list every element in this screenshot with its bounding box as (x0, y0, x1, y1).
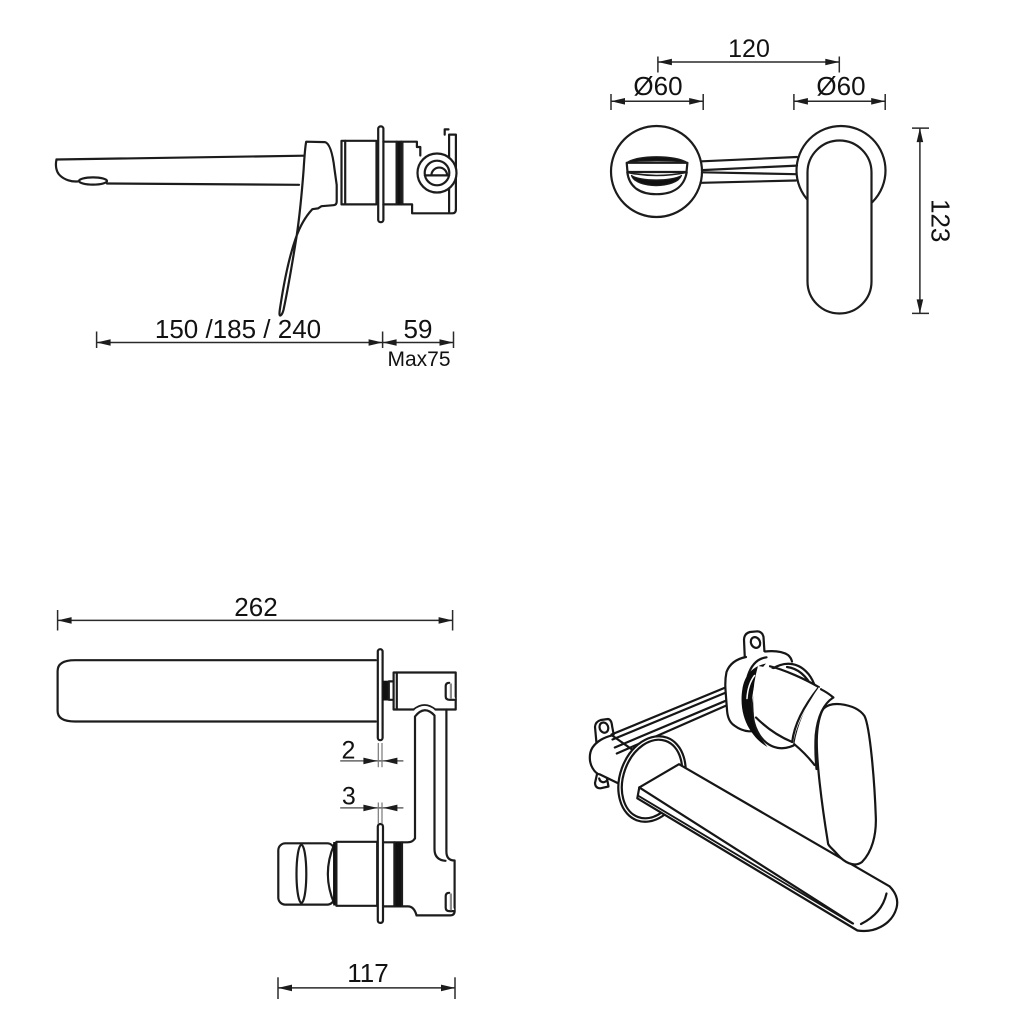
svg-text:Ø60: Ø60 (633, 71, 682, 101)
svg-text:Max75: Max75 (387, 348, 450, 371)
svg-text:3: 3 (342, 783, 356, 811)
svg-text:2: 2 (342, 737, 356, 765)
svg-text:262: 262 (234, 592, 277, 622)
svg-text:117: 117 (347, 958, 388, 988)
svg-text:59: 59 (404, 314, 433, 344)
svg-text:120: 120 (728, 35, 770, 63)
svg-text:123: 123 (926, 199, 956, 242)
svg-text:150 /185 / 240: 150 /185 / 240 (155, 314, 321, 344)
svg-text:Ø60: Ø60 (816, 71, 865, 101)
